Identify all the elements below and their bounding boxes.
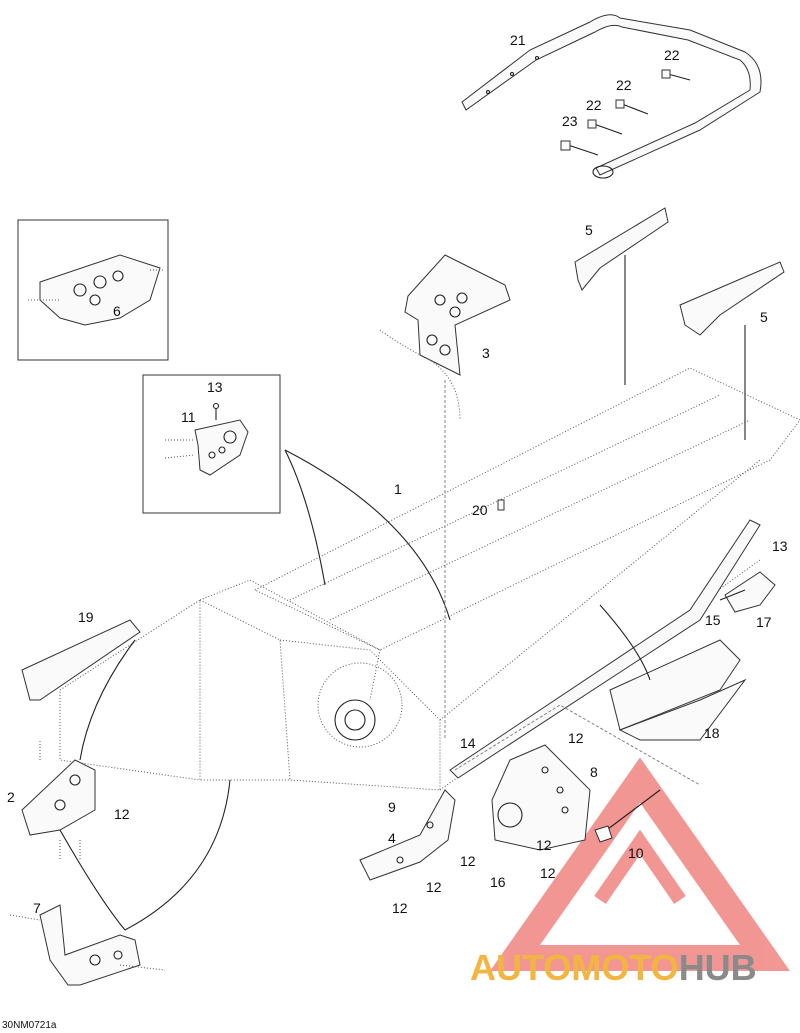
bolts-22-23 — [560, 69, 691, 156]
part-11-plate — [164, 402, 249, 476]
callout-2: 2 — [7, 789, 15, 805]
watermark-logo — [489, 757, 791, 971]
callout-10: 10 — [628, 845, 644, 861]
callout-12-center-right: 12 — [536, 837, 552, 853]
callout-17: 17 — [756, 614, 772, 630]
callout-9: 9 — [388, 799, 396, 815]
callout-16: 16 — [490, 874, 506, 890]
callout-6: 6 — [113, 303, 121, 319]
part-17-bracket — [724, 571, 776, 613]
callout-22-mid: 22 — [616, 77, 632, 93]
part-5-lower-rail — [679, 261, 785, 336]
part-1-tunnel — [59, 367, 800, 791]
callout-12-left: 12 — [114, 806, 130, 822]
callout-5-lower: 5 — [760, 309, 768, 325]
callout-13: 13 — [772, 538, 788, 554]
callout-1: 1 — [394, 481, 402, 497]
callout-labels: 21 22 22 22 23 5 5 6 3 13 11 1 20 13 19 … — [7, 32, 788, 916]
part-2-bracket — [21, 740, 96, 860]
callout-23: 23 — [562, 113, 578, 129]
part-10-clip — [594, 789, 661, 843]
callout-18: 18 — [704, 725, 720, 741]
callout-12-center: 12 — [460, 853, 476, 869]
callout-7: 7 — [33, 900, 41, 916]
watermark-moto: MOTO — [571, 947, 678, 988]
callout-5-upper: 5 — [585, 222, 593, 238]
callout-14: 14 — [460, 735, 476, 751]
callout-19: 19 — [78, 609, 94, 625]
callout-11: 11 — [181, 409, 196, 425]
part-4-plate — [359, 789, 456, 881]
callout-15: 15 — [705, 612, 721, 628]
part-18-strip — [609, 639, 747, 741]
callout-21: 21 — [510, 32, 526, 48]
drawing-code: 30NM0721a — [2, 1020, 57, 1031]
leader-lines — [59, 255, 746, 931]
watermark-auto: AUTO — [470, 947, 571, 988]
part-3-bracket — [379, 254, 511, 421]
callout-13-inset: 13 — [207, 379, 223, 395]
part-8-plate — [491, 744, 591, 851]
callout-4: 4 — [388, 830, 396, 846]
part-6-bracket — [28, 254, 165, 326]
callout-12-right: 12 — [568, 730, 584, 746]
callout-22-low: 22 — [586, 97, 602, 113]
part-15-rail — [449, 519, 761, 779]
callout-3: 3 — [482, 345, 490, 361]
part-5-upper-rail — [574, 207, 669, 291]
watermark-hub: HUB — [679, 947, 757, 988]
callout-8: 8 — [590, 764, 598, 780]
callout-12-bottom: 12 — [392, 900, 408, 916]
callout-22-top: 22 — [664, 47, 680, 63]
part-21-grab-handle — [461, 14, 762, 179]
watermark-text: AUTOMOTOHUB — [470, 947, 757, 988]
callout-20: 20 — [472, 502, 488, 518]
callout-12-lower-mid: 12 — [426, 879, 442, 895]
callout-12-side: 12 — [540, 865, 556, 881]
part-19-plate — [21, 619, 141, 701]
svg-text:AUTOMOTOHUB: AUTOMOTOHUB — [470, 947, 757, 988]
part-7-bracket — [9, 904, 166, 986]
